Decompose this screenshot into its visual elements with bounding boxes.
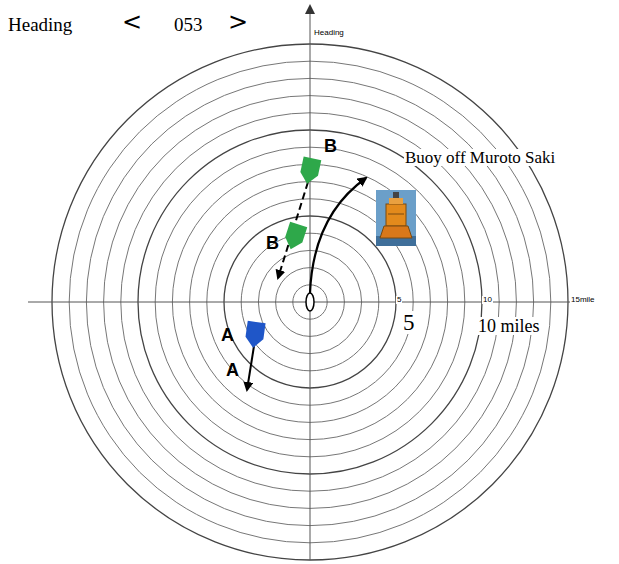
axis-heading: Heading — [313, 29, 345, 37]
heading-value: 053 — [174, 15, 203, 34]
ship-label: A — [226, 361, 239, 379]
range-scale: 5 — [402, 311, 416, 334]
range-mark: 15mile — [570, 296, 596, 304]
heading-increase: > — [228, 10, 248, 34]
range-mark: 10 — [482, 296, 493, 304]
heading-decrease: < — [122, 10, 142, 34]
ship-label: B — [324, 137, 337, 155]
heading-label: Heading — [8, 15, 72, 34]
ship-label: A — [221, 326, 234, 344]
ship-label: B — [266, 234, 279, 252]
range-mark: 5 — [396, 296, 402, 304]
buoy-label: Buoy off Muroto Saki — [404, 149, 556, 166]
range-scale: 10 miles — [477, 317, 541, 335]
buoy-icon — [376, 190, 416, 246]
